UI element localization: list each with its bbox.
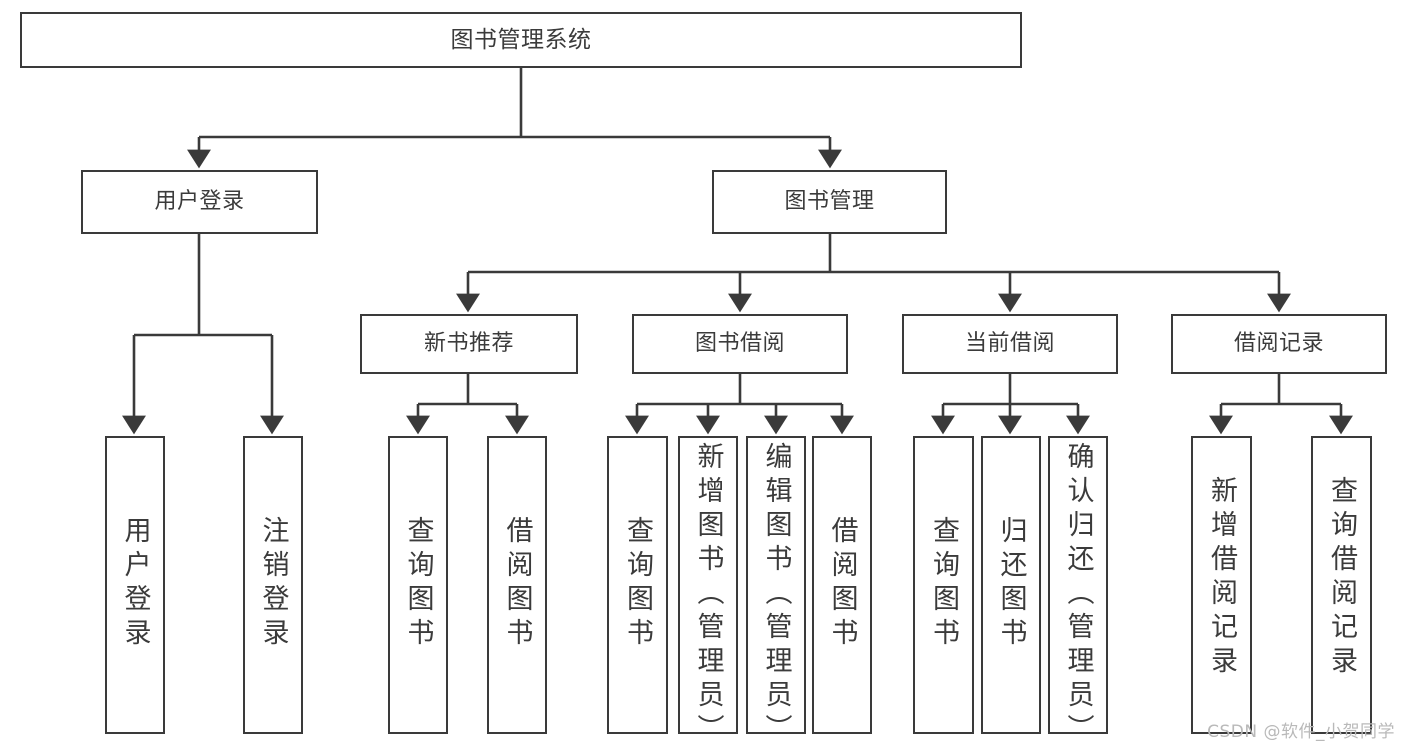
- node-book-borrow[interactable]: 图书借阅: [632, 314, 848, 374]
- node-label: 查询图书: [402, 516, 434, 652]
- leaf-add-borrow-record[interactable]: 新增借阅记录: [1191, 436, 1252, 734]
- leaf-return-book[interactable]: 归还图书: [981, 436, 1041, 734]
- node-label: 图书管理: [784, 189, 875, 215]
- leaf-logout[interactable]: 注销登录: [243, 436, 303, 734]
- leaf-query-book-borrow[interactable]: 查询图书: [607, 436, 668, 734]
- node-book-management[interactable]: 图书管理: [712, 170, 947, 234]
- node-user-login[interactable]: 用户登录: [81, 170, 318, 234]
- node-label: 确认归还（管理员）: [1062, 442, 1094, 734]
- node-borrow-record[interactable]: 借阅记录: [1171, 314, 1387, 374]
- node-root-book-management-system[interactable]: 图书管理系统: [20, 12, 1022, 68]
- node-label: 注销登录: [257, 516, 289, 652]
- node-new-book-recommend[interactable]: 新书推荐: [360, 314, 578, 374]
- leaf-borrow-book[interactable]: 借阅图书: [812, 436, 872, 734]
- leaf-confirm-return-admin[interactable]: 确认归还（管理员）: [1048, 436, 1108, 734]
- leaf-query-borrow-record[interactable]: 查询借阅记录: [1311, 436, 1372, 734]
- node-label: 新书推荐: [423, 331, 514, 357]
- node-current-borrow[interactable]: 当前借阅: [902, 314, 1118, 374]
- csdn-watermark: CSDN @软件_小贺同学: [1207, 722, 1395, 742]
- leaf-borrow-book-new[interactable]: 借阅图书: [487, 436, 547, 734]
- node-label: 查询图书: [928, 516, 959, 652]
- node-label: 借阅图书: [826, 516, 858, 652]
- node-label: 图书管理系统: [450, 26, 592, 53]
- node-label: 新增图书（管理员）: [692, 442, 724, 734]
- leaf-query-book-new[interactable]: 查询图书: [388, 436, 448, 734]
- node-label: 当前借阅: [964, 331, 1055, 357]
- node-label: 用户登录: [154, 189, 245, 215]
- leaf-edit-book-admin[interactable]: 编辑图书（管理员）: [746, 436, 806, 734]
- leaf-query-book-current[interactable]: 查询图书: [913, 436, 974, 734]
- node-label: 归还图书: [995, 516, 1027, 652]
- node-label: 查询借阅记录: [1326, 476, 1357, 680]
- leaf-user-login[interactable]: 用户登录: [105, 436, 165, 734]
- node-label: 编辑图书（管理员）: [760, 442, 792, 734]
- leaf-add-book-admin[interactable]: 新增图书（管理员）: [678, 436, 738, 734]
- node-label: 图书借阅: [694, 331, 785, 357]
- node-label: 用户登录: [119, 516, 151, 652]
- node-label: 借阅记录: [1233, 331, 1324, 357]
- node-label: 借阅图书: [501, 516, 533, 652]
- node-label: 新增借阅记录: [1206, 476, 1237, 680]
- node-label: 查询图书: [622, 516, 653, 652]
